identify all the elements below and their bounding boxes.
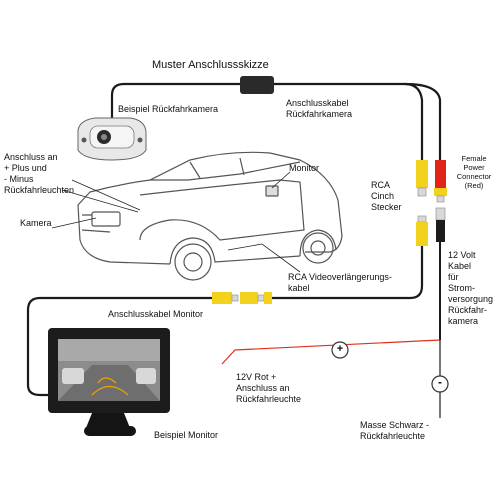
power-plug (435, 207, 446, 242)
label-rca-extension: RCA Videoverlängerungs- kabel (288, 272, 392, 293)
label-camera-cable: Anschlusskabel Rückfahrkamera (286, 98, 353, 119)
label-connection-plus-minus: Anschluss an + Plus und - Minus Rückfahr… (4, 152, 75, 195)
plus-symbol: + (336, 343, 344, 355)
label-example-camera: Beispiel Rückfahrkamera (118, 104, 219, 114)
rca-coupling (212, 292, 272, 304)
label-female-power: Female Power Connector (Red) (456, 154, 492, 190)
rca-connector-camera-side (416, 160, 428, 197)
female-power-connector (434, 160, 447, 203)
label-monitor-cable: Anschlusskabel Monitor (108, 309, 204, 319)
cable-junction (240, 76, 274, 94)
plus-marker (331, 341, 349, 359)
rca-connector-extension-side (416, 215, 428, 246)
camera-cable-to-connectors (274, 82, 424, 160)
label-monitor: Monitor (289, 163, 320, 173)
diagram-title: Muster Anschlussskizze (152, 59, 269, 71)
callout-lines (51, 171, 301, 273)
label-camera: Kamera (20, 218, 52, 228)
label-power-cable: 12 Volt Kabel für Strom- versorgung Rück… (448, 250, 494, 326)
red-12v-wire (221, 339, 441, 365)
rca-extension-cable (270, 246, 424, 300)
car-illustration (77, 151, 343, 281)
label-example-monitor: Beispiel Monitor (154, 430, 219, 440)
camera-illustration (77, 117, 147, 161)
camera-cable (110, 82, 240, 118)
label-ground-wire: Masse Schwarz - Rückfahrleuchte (360, 420, 430, 441)
label-red-wire: 12V Rot + Anschluss an Rückfahrleuchte (236, 372, 302, 404)
label-rca-cinch: RCA Cinch Stecker (371, 180, 402, 212)
monitor-cable (26, 296, 212, 397)
minus-symbol: - (438, 375, 442, 389)
power-lead (404, 82, 442, 160)
minus-marker (431, 375, 449, 393)
monitor-illustration (48, 328, 170, 436)
